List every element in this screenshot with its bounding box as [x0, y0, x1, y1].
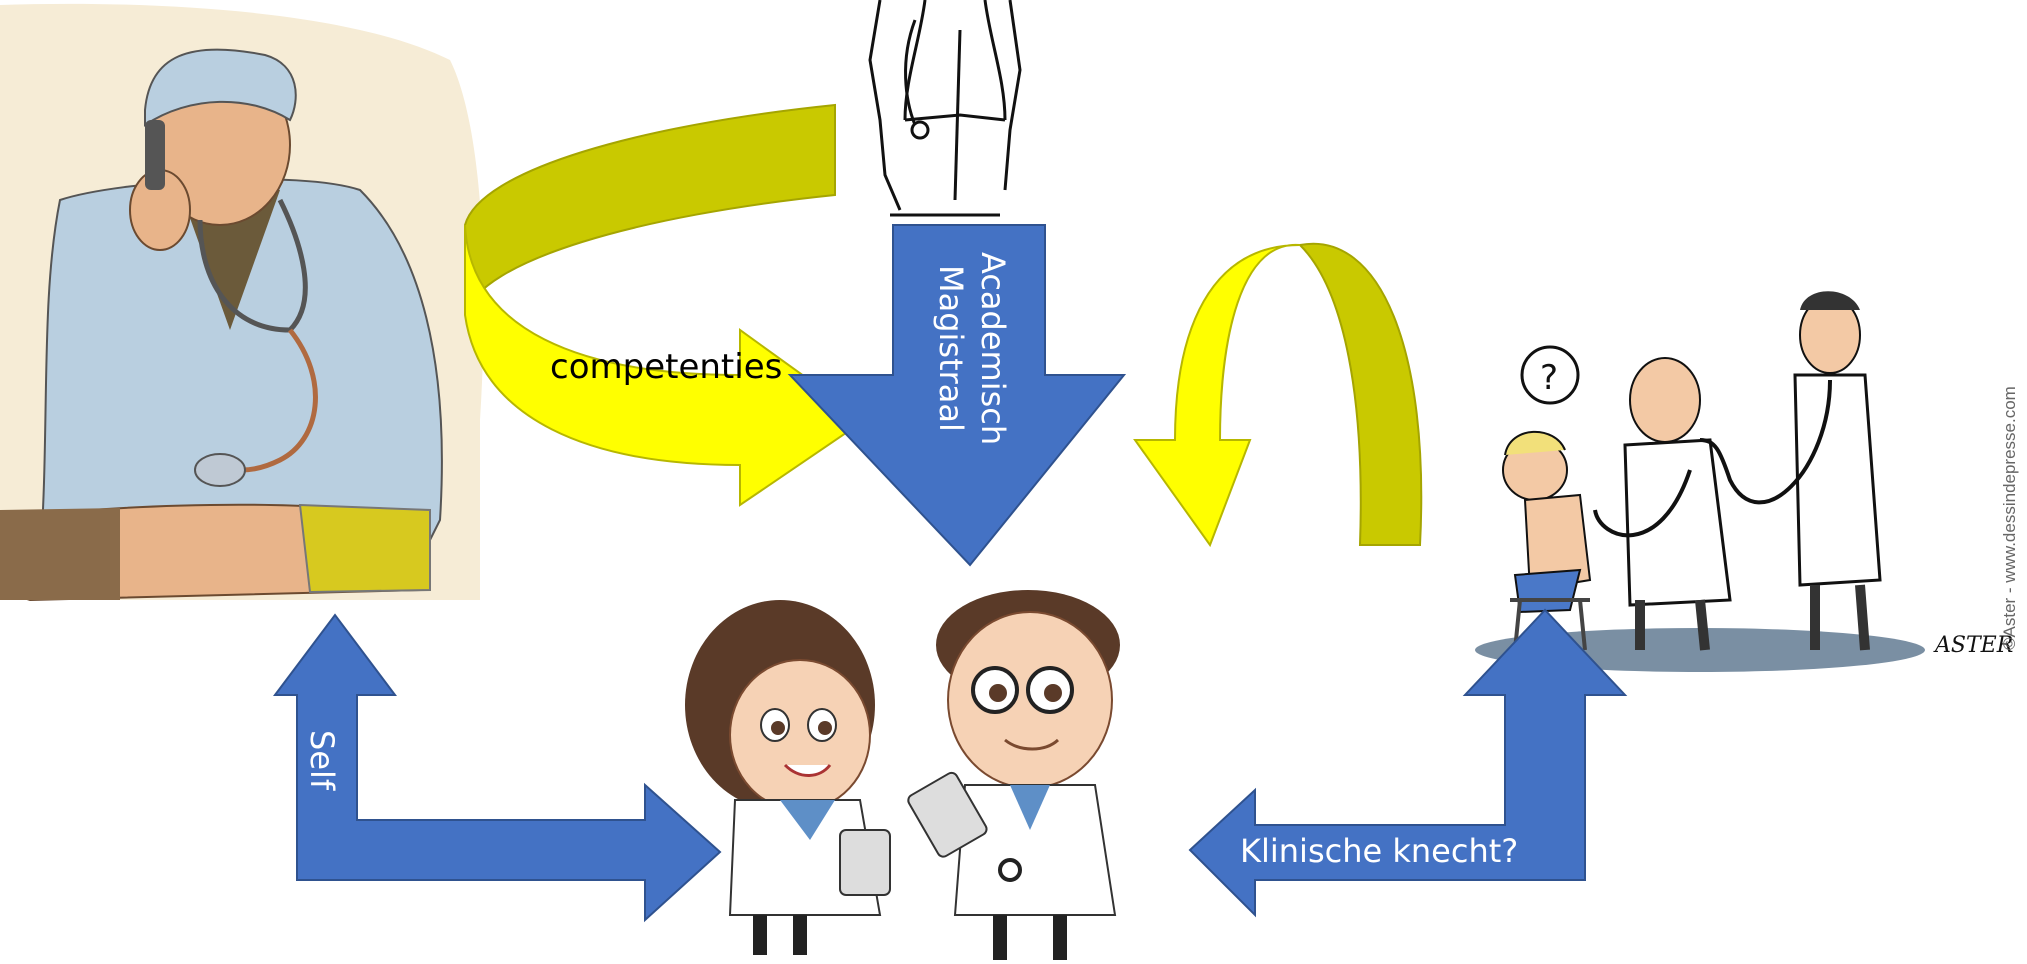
feedback-loop-arrow [1133, 242, 1423, 548]
competenties-label: competenties [550, 347, 782, 387]
student-doctors-illustration [685, 590, 1120, 960]
klinische-knecht-label: Klinische knecht? [1240, 832, 1518, 870]
doctor-phone-blood-pressure-illustration [0, 3, 484, 602]
svg-text:?: ? [1540, 358, 1558, 398]
klinische-knecht-double-arrow: Klinische knecht? [1188, 608, 1628, 918]
self-label: Self [303, 730, 341, 791]
doctor-coat-stethoscope-sketch [868, 0, 1022, 217]
credit-watermark: ©Aster - www.dessindepresse.com [2000, 386, 2019, 650]
academisch-label: Academisch [974, 252, 1012, 445]
aster-signature: ASTER [1933, 633, 2013, 658]
academisch-magistraal-down-arrow: Academisch Magistraal [787, 224, 1127, 567]
doctors-examining-boy-cartoon: ? ASTER [1475, 291, 2013, 672]
self-double-arrow: Self [273, 613, 722, 923]
magistraal-label: Magistraal [932, 265, 970, 432]
competenties-curved-arrow: competenties [464, 103, 867, 507]
